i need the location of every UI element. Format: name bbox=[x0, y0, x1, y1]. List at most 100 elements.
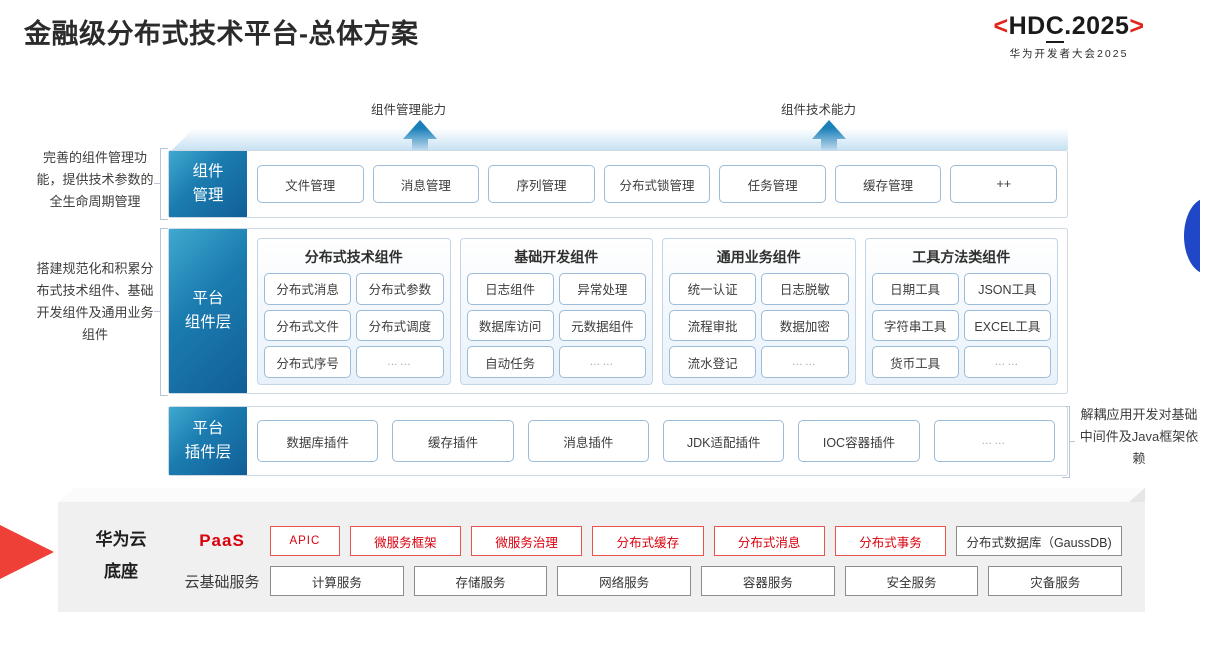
group-utility-method-components: 工具方法类组件 日期工具 JSON工具 字符串工具 EXCEL工具 货币工具 …… bbox=[864, 238, 1058, 385]
chip-distributed-parameter[interactable]: 分布式参数 bbox=[356, 273, 444, 305]
chip-exception-handling[interactable]: 异常处理 bbox=[558, 273, 646, 305]
huawei-cloud-base-title: 华为云 底座 bbox=[78, 524, 164, 588]
paas-cell-distributed-cache[interactable]: 分布式缓存 bbox=[592, 526, 704, 556]
brace-platform-components bbox=[160, 228, 168, 396]
chip-distributed-schedule[interactable]: 分布式调度 bbox=[356, 309, 444, 342]
chip-distributed-sequence[interactable]: 分布式序号 bbox=[264, 346, 352, 378]
logo-bracket-left-icon: < bbox=[993, 12, 1009, 40]
chip-more[interactable]: …… bbox=[356, 346, 444, 378]
chip-distributed-message[interactable]: 分布式消息 bbox=[264, 273, 352, 305]
chip-more[interactable]: …… bbox=[761, 346, 849, 378]
paas-cell-list: APIC 微服务框架 微服务治理 分布式缓存 分布式消息 分布式事务 分布式数据… bbox=[270, 526, 1122, 556]
group-basic-development-components: 基础开发组件 日志组件 异常处理 数据库访问 元数据组件 自动任务 …… bbox=[459, 238, 653, 385]
chip-cache-plugin[interactable]: 缓存插件 bbox=[392, 420, 514, 462]
chip-more[interactable]: …… bbox=[963, 346, 1051, 378]
group-grid: 分布式消息 分布式参数 分布式文件 分布式调度 分布式序号 …… bbox=[264, 273, 444, 378]
huawei-cloud-base-rows: PaaS APIC 微服务框架 微服务治理 分布式缓存 分布式消息 分布式事务 … bbox=[174, 522, 1123, 598]
group-grid: 日期工具 JSON工具 字符串工具 EXCEL工具 货币工具 …… bbox=[871, 273, 1051, 378]
paas-cell-microservice-framework[interactable]: 微服务框架 bbox=[349, 526, 462, 556]
paas-cell-distributed-message[interactable]: 分布式消息 bbox=[713, 526, 825, 556]
panel-platform-component-layer: 平台 组件层 分布式技术组件 分布式消息 分布式参数 分布式文件 分布式调度 分… bbox=[168, 228, 1068, 394]
base-block-bevel-top bbox=[58, 488, 1145, 502]
group-title: 工具方法类组件 bbox=[912, 249, 1011, 265]
infra-cell-security-service[interactable]: 安全服务 bbox=[844, 566, 979, 596]
chip-ioc-container-plugin[interactable]: IOC容器插件 bbox=[798, 420, 920, 462]
chip-metadata-component[interactable]: 元数据组件 bbox=[558, 309, 646, 342]
cloud-infrastructure-row-label: 云基础服务 bbox=[184, 573, 260, 591]
group-grid: 统一认证 日志脱敏 流程审批 数据加密 流水登记 …… bbox=[669, 273, 849, 378]
side-note-decoupling: 解耦应用开发对基础中间件及Java框架依赖 bbox=[1079, 407, 1199, 466]
paas-cell-microservice-governance[interactable]: 微服务治理 bbox=[471, 526, 583, 556]
panel-platform-plugin-layer: 平台 插件层 数据库插件 缓存插件 消息插件 JDK适配插件 IOC容器插件 …… bbox=[168, 406, 1068, 476]
chip-more[interactable]: ++ bbox=[950, 165, 1058, 203]
chip-sequence-management[interactable]: 序列管理 bbox=[488, 165, 595, 203]
hdc-logo: <HDC.2025> 华为开发者大会2025 bbox=[944, 12, 1194, 61]
infra-cell-compute-service[interactable]: 计算服务 bbox=[270, 566, 404, 596]
arrow-label-component-management: 组件管理能力 bbox=[371, 103, 447, 117]
platform-component-group-list: 分布式技术组件 分布式消息 分布式参数 分布式文件 分布式调度 分布式序号 ……… bbox=[257, 238, 1058, 385]
chip-log-desensitization[interactable]: 日志脱敏 bbox=[761, 273, 849, 305]
chip-distributed-file[interactable]: 分布式文件 bbox=[264, 309, 352, 342]
chip-data-encryption[interactable]: 数据加密 bbox=[761, 309, 849, 342]
page-title: 金融级分布式技术平台-总体方案 bbox=[24, 19, 419, 49]
chip-file-management[interactable]: 文件管理 bbox=[257, 165, 364, 203]
chip-database-access[interactable]: 数据库访问 bbox=[466, 309, 554, 342]
panel-glow-top bbox=[172, 128, 1068, 150]
infra-cell-network-service[interactable]: 网络服务 bbox=[557, 566, 692, 596]
logo-text-c: C bbox=[1045, 12, 1065, 43]
infra-cell-disaster-recovery-service[interactable]: 灾备服务 bbox=[988, 566, 1123, 596]
blue-lens-mask bbox=[1200, 196, 1208, 276]
chip-more[interactable]: …… bbox=[933, 420, 1055, 462]
chip-cache-management[interactable]: 缓存管理 bbox=[834, 165, 942, 203]
paas-cell-distributed-transaction[interactable]: 分布式事务 bbox=[834, 526, 947, 556]
group-title: 基础开发组件 bbox=[514, 249, 599, 265]
chip-log-component[interactable]: 日志组件 bbox=[466, 273, 554, 305]
group-title: 分布式技术组件 bbox=[304, 249, 403, 265]
base-title-line1: 华为云 bbox=[95, 530, 147, 549]
base-title-line2: 底座 bbox=[104, 562, 138, 581]
group-general-business-components: 通用业务组件 统一认证 日志脱敏 流程审批 数据加密 流水登记 …… bbox=[662, 238, 856, 385]
chip-currency-utility[interactable]: 货币工具 bbox=[871, 346, 959, 378]
logo-text-tail: .2025 bbox=[1064, 12, 1130, 40]
layer-label-line2: 组件层 bbox=[184, 314, 232, 331]
chip-message-plugin[interactable]: 消息插件 bbox=[527, 420, 649, 462]
panel-component-management: 组件 管理 文件管理 消息管理 序列管理 分布式锁管理 任务管理 缓存管理 ++ bbox=[168, 150, 1068, 218]
chip-task-management[interactable]: 任务管理 bbox=[719, 165, 826, 203]
logo-bracket-right-icon: > bbox=[1129, 12, 1145, 40]
chip-jdk-adaptation-plugin[interactable]: JDK适配插件 bbox=[662, 420, 785, 462]
chip-string-utility[interactable]: 字符串工具 bbox=[871, 309, 959, 342]
layer-label-line2: 插件层 bbox=[184, 444, 232, 461]
chip-json-utility[interactable]: JSON工具 bbox=[963, 273, 1051, 305]
chip-unified-authentication[interactable]: 统一认证 bbox=[669, 273, 757, 305]
logo-text: HD bbox=[1008, 12, 1046, 40]
paas-row: PaaS APIC 微服务框架 微服务治理 分布式缓存 分布式消息 分布式事务 … bbox=[174, 526, 1122, 556]
paas-cell-apic[interactable]: APIC bbox=[270, 526, 340, 556]
infra-cell-storage-service[interactable]: 存储服务 bbox=[413, 566, 548, 596]
hdc-logo-main: <HDC.2025> bbox=[944, 12, 1194, 43]
arrow-label-component-technology: 组件技术能力 bbox=[781, 103, 857, 117]
component-management-chip-list: 文件管理 消息管理 序列管理 分布式锁管理 任务管理 缓存管理 ++ bbox=[257, 165, 1058, 203]
group-title: 通用业务组件 bbox=[716, 249, 801, 265]
arrow-head bbox=[812, 120, 846, 139]
infra-cell-container-service[interactable]: 容器服务 bbox=[701, 566, 835, 596]
chip-process-approval[interactable]: 流程审批 bbox=[669, 309, 757, 342]
brace-tick bbox=[1069, 441, 1075, 442]
brace-tick bbox=[154, 183, 160, 184]
chip-automatic-task[interactable]: 自动任务 bbox=[466, 346, 554, 378]
chip-excel-utility[interactable]: EXCEL工具 bbox=[963, 309, 1051, 342]
brace-component-management bbox=[160, 148, 168, 220]
chip-more[interactable]: …… bbox=[558, 346, 646, 378]
brace-tick bbox=[154, 311, 160, 312]
side-note-platform-components: 搭建规范化和积累分布式技术组件、基础开发组件及通用业务组件 bbox=[36, 261, 154, 342]
paas-row-label: PaaS bbox=[199, 531, 245, 550]
side-note-component-management: 完善的组件管理功能，提供技术参数的全生命周期管理 bbox=[36, 150, 154, 209]
chip-database-plugin[interactable]: 数据库插件 bbox=[257, 420, 379, 462]
red-wedge-decoration bbox=[0, 508, 54, 596]
cloud-infrastructure-cell-list: 计算服务 存储服务 网络服务 容器服务 安全服务 灾备服务 bbox=[270, 566, 1123, 596]
paas-cell-distributed-database-gaussdb[interactable]: 分布式数据库（GaussDB) bbox=[956, 526, 1122, 556]
cloud-infrastructure-row: 云基础服务 计算服务 存储服务 网络服务 容器服务 安全服务 灾备服务 bbox=[174, 566, 1123, 596]
chip-transaction-registration[interactable]: 流水登记 bbox=[669, 346, 757, 378]
chip-distributed-lock-management[interactable]: 分布式锁管理 bbox=[603, 165, 711, 203]
chip-message-management[interactable]: 消息管理 bbox=[372, 165, 480, 203]
chip-date-utility[interactable]: 日期工具 bbox=[871, 273, 959, 305]
